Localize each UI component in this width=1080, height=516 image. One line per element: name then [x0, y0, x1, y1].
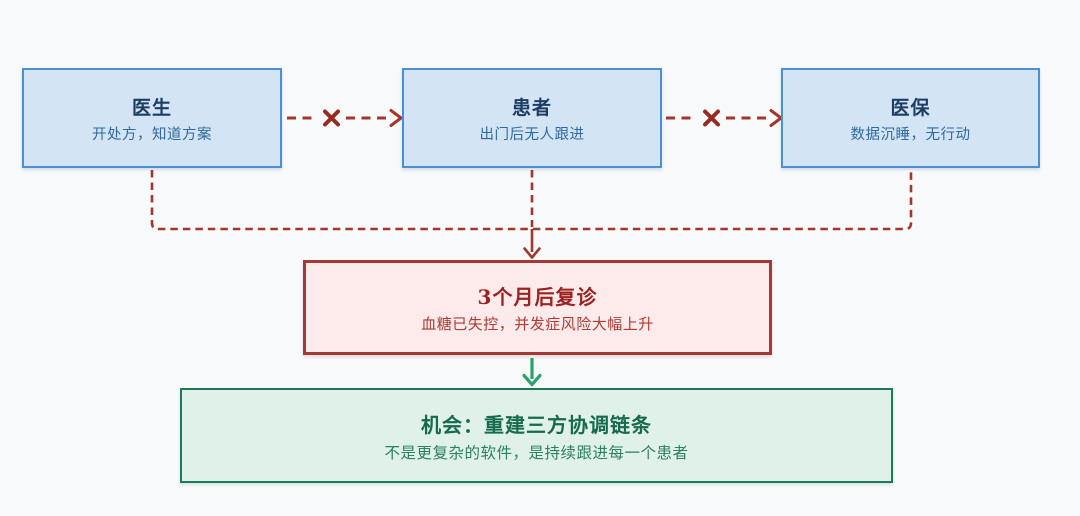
node-opportunity-subtitle: 不是更复杂的软件，是持续跟进每一个患者 [384, 443, 689, 462]
edge-doctor-patient [287, 109, 403, 127]
x-mark-icon [323, 109, 340, 127]
arrowhead-icon [769, 109, 783, 127]
node-patient-subtitle: 出门后无人跟进 [479, 126, 585, 143]
node-doctor-title: 医生 [131, 96, 172, 119]
x-mark-icon [703, 109, 720, 127]
node-relapse-title: 3个月后复诊 [477, 285, 598, 309]
node-doctor-subtitle: 开处方，知道方案 [92, 126, 212, 143]
node-opportunity-title: 机会：重建三方协调链条 [421, 412, 652, 437]
node-patient-title: 患者 [511, 96, 552, 119]
arrowhead-icon [389, 109, 403, 127]
node-relapse-subtitle: 血糖已失控，并发症风险大幅上升 [421, 315, 654, 333]
edge-patient-insurance [666, 109, 783, 127]
node-insurance-subtitle: 数据沉睡，无行动 [850, 126, 971, 143]
node-patient: 患者 出门后无人跟进 [402, 68, 662, 168]
arrowhead-icon [523, 247, 541, 259]
node-insurance: 医保 数据沉睡，无行动 [781, 68, 1040, 168]
edge-collector-dashed [150, 170, 913, 259]
edge-relapse-opportunity [522, 358, 542, 387]
arrowhead-icon [522, 373, 542, 387]
node-opportunity: 机会：重建三方协调链条 不是更复杂的软件，是持续跟进每一个患者 [180, 388, 893, 483]
node-relapse: 3个月后复诊 血糖已失控，并发症风险大幅上升 [303, 260, 772, 355]
node-doctor: 医生 开处方，知道方案 [22, 68, 282, 168]
dashed-elbow-line [150, 170, 913, 231]
node-insurance-title: 医保 [890, 96, 931, 119]
